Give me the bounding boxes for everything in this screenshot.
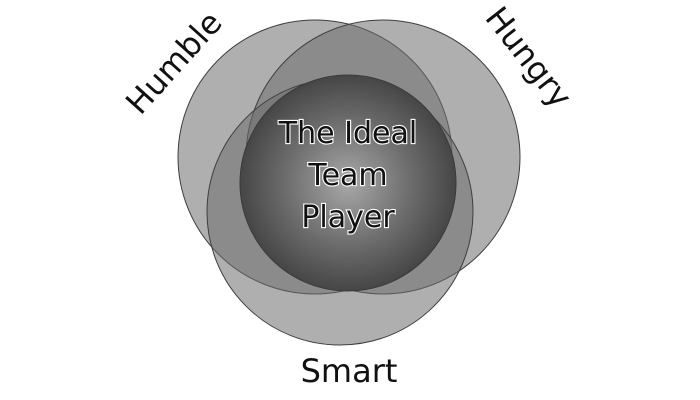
center-line-2: Team xyxy=(307,158,387,193)
center-line-1: The Ideal xyxy=(278,116,417,151)
smart-label: Smart xyxy=(301,352,398,390)
ideal-center-circle xyxy=(239,74,457,292)
center-line-3: Player xyxy=(301,200,395,235)
